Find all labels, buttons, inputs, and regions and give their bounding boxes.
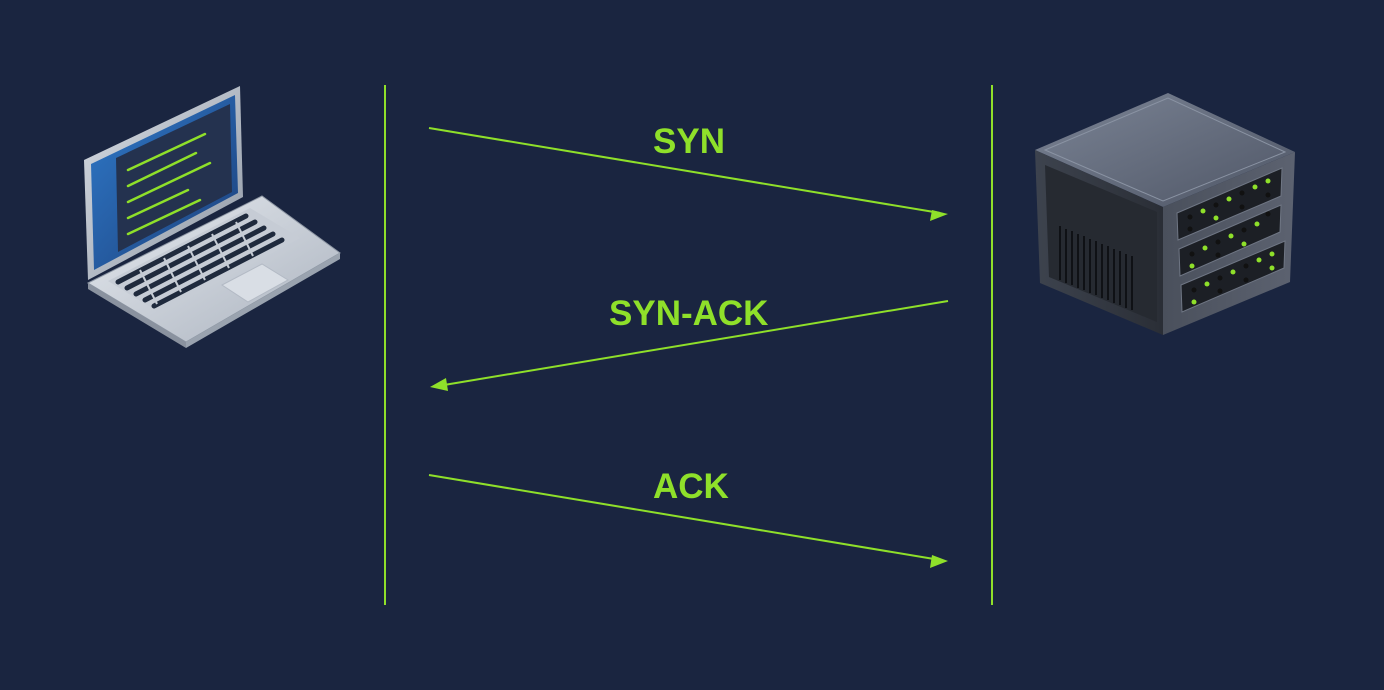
laptop-icon — [84, 86, 341, 348]
syn-arrow — [428, 127, 948, 221]
syn-label: SYN — [653, 122, 725, 161]
syn-ack-label: SYN-ACK — [609, 294, 769, 333]
server-status-leds — [1187, 178, 1275, 305]
keyboard — [115, 213, 285, 309]
ack-arrow — [428, 474, 948, 568]
syn-ack-arrow — [430, 300, 949, 391]
screen-code-lines — [126, 132, 212, 236]
ack-label: ACK — [653, 467, 729, 506]
server-icon — [1035, 93, 1295, 335]
server-vents — [1059, 226, 1133, 310]
